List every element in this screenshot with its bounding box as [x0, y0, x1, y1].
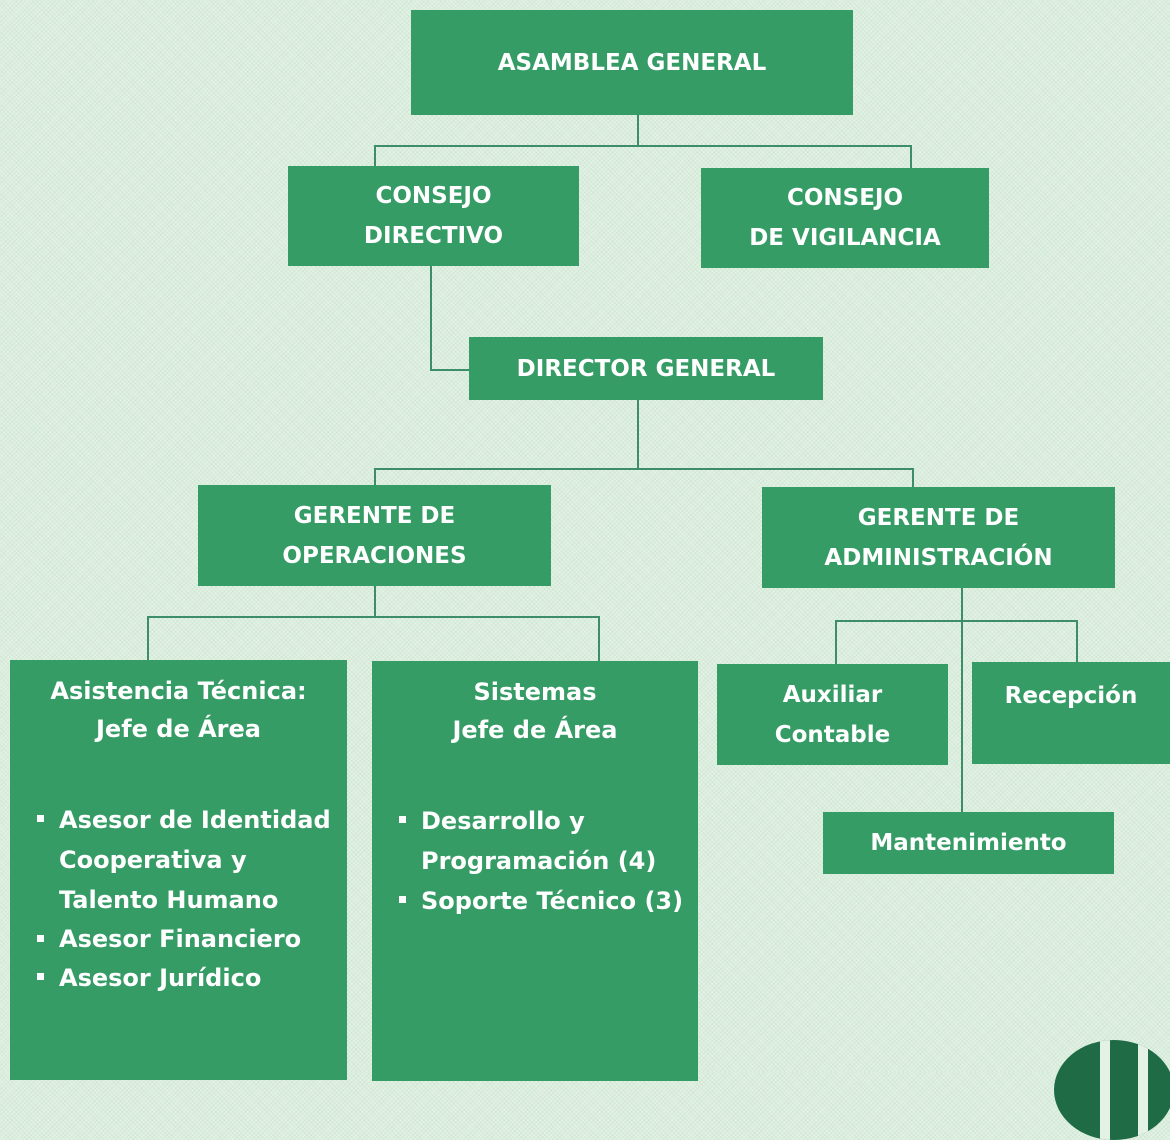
connector-director-down — [637, 399, 639, 470]
mantenimiento-label: Mantenimiento — [870, 830, 1067, 856]
gerente-operaciones-label-1: GERENTE DE — [293, 502, 456, 529]
list-item-continuation: Talento Humano — [59, 886, 279, 914]
cooperative-logo-icon — [1054, 1040, 1170, 1140]
consejo-vigilancia-label-2: DE VIGILANCIA — [749, 225, 941, 251]
list-item: Desarrollo y — [394, 801, 698, 841]
consejo-directivo-box: CONSEJO DIRECTIVO — [288, 166, 579, 266]
connector-recepcion-up — [1076, 620, 1078, 663]
auxiliar-contable-box: Auxiliar Contable — [717, 664, 948, 765]
asamblea-general-label: ASAMBLEA GENERAL — [497, 49, 767, 76]
asistencia-tecnica-title-1: Asistencia Técnica: — [50, 677, 307, 705]
asistencia-tecnica-title-2: Jefe de Área — [96, 715, 261, 743]
director-general-box: DIRECTOR GENERAL — [469, 337, 823, 400]
connector-consejos-bar — [374, 145, 912, 147]
gerente-operaciones-box: GERENTE DE OPERACIONES — [198, 485, 551, 586]
consejo-directivo-label-1: CONSEJO — [375, 183, 492, 209]
list-item-continuation: Programación (4) — [421, 847, 657, 875]
list-item-continuation: Cooperativa y — [59, 846, 247, 874]
connector-sistemas-up — [598, 616, 600, 662]
consejo-directivo-label-2: DIRECTIVO — [363, 223, 504, 249]
recepcion-label: Recepción — [1004, 683, 1138, 709]
sistemas-title: Sistemas Jefe de Área — [372, 673, 698, 749]
gerente-operaciones-label-2: OPERACIONES — [282, 542, 467, 569]
mantenimiento-box: Mantenimiento — [823, 812, 1114, 874]
connector-operaciones-down — [374, 585, 376, 617]
connector-administracion-down — [961, 586, 963, 813]
connector-consejo-directivo-up — [374, 145, 376, 167]
director-general-label: DIRECTOR GENERAL — [516, 355, 776, 382]
connector-asistencia-up — [147, 616, 149, 661]
connector-gerente-administracion-up — [912, 468, 914, 488]
connector-asamblea-down — [637, 115, 639, 146]
gerente-administracion-label-2: ADMINISTRACIÓN — [824, 544, 1053, 571]
auxiliar-contable-label-2: Contable — [774, 721, 891, 748]
connector-admin-staff-bar — [835, 620, 1078, 622]
connector-gerente-operaciones-up — [374, 468, 376, 486]
sistemas-title-1: Sistemas — [473, 678, 597, 706]
auxiliar-contable-label-1: Auxiliar — [782, 681, 883, 708]
sistemas-title-2: Jefe de Área — [452, 716, 618, 744]
asistencia-tecnica-title: Asistencia Técnica: Jefe de Área — [10, 672, 347, 748]
sistemas-box: Sistemas Jefe de Área Desarrollo y Progr… — [372, 661, 698, 1081]
asamblea-general-box: ASAMBLEA GENERAL — [411, 10, 853, 115]
list-item: Soporte Técnico (3) — [394, 881, 698, 921]
gerente-administracion-label-1: GERENTE DE — [857, 504, 1020, 531]
gerente-administracion-box: GERENTE DE ADMINISTRACIÓN — [762, 487, 1115, 588]
connector-directivo-down — [430, 265, 432, 371]
connector-gerentes-bar — [374, 468, 914, 470]
recepcion-box: Recepción — [972, 662, 1170, 764]
list-item: Asesor Financiero — [32, 920, 347, 958]
connector-consejo-vigilancia-up — [910, 145, 912, 169]
logo-gap — [1138, 1040, 1148, 1140]
sistemas-task-list: Desarrollo y Programación (4) Soporte Té… — [394, 801, 698, 921]
connector-auxiliar-up — [835, 620, 837, 665]
connector-areas-bar — [147, 616, 600, 618]
asistencia-tecnica-box: Asistencia Técnica: Jefe de Área Asesor … — [10, 660, 347, 1080]
consejo-vigilancia-label-1: CONSEJO — [786, 185, 904, 211]
logo-gap — [1100, 1040, 1110, 1140]
asistencia-task-list: Asesor de Identidad Cooperativa y Talent… — [32, 800, 347, 998]
connector-directivo-to-director — [430, 369, 470, 371]
list-item: Asesor Jurídico — [32, 958, 347, 998]
list-item: Asesor de Identidad — [32, 800, 347, 840]
consejo-vigilancia-box: CONSEJO DE VIGILANCIA — [701, 168, 989, 268]
